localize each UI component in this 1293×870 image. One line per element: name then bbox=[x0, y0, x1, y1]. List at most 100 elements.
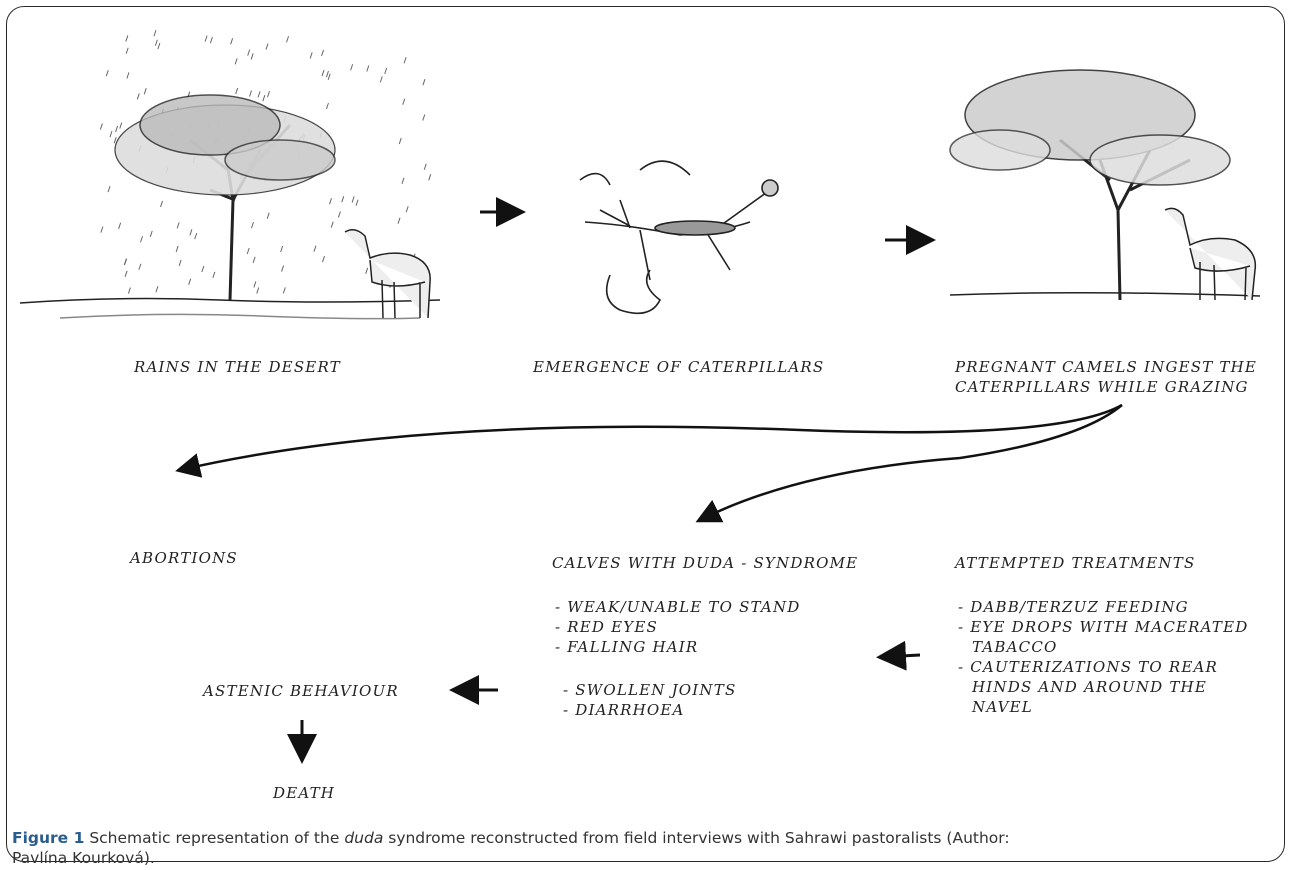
caption-label: Figure 1 bbox=[12, 829, 85, 847]
rain-stroke bbox=[281, 265, 285, 272]
rain-stroke bbox=[422, 114, 426, 121]
rain-stroke bbox=[265, 43, 269, 50]
rain-stroke bbox=[403, 57, 407, 64]
rain-stroke bbox=[398, 137, 402, 145]
rain-stroke bbox=[337, 211, 341, 218]
rain-stroke bbox=[267, 90, 270, 98]
figure-caption: Figure 1 Schematic representation of the… bbox=[12, 828, 1272, 868]
treatment-item: - DABB/TERZUZ FEEDING bbox=[958, 598, 1189, 616]
rain-stroke bbox=[321, 69, 325, 77]
caption-text-1: Schematic representation of the bbox=[89, 829, 345, 847]
arrow-ingest-to-calves bbox=[695, 404, 1123, 523]
rain-stroke bbox=[99, 123, 103, 130]
rain-stroke bbox=[157, 42, 161, 50]
calves-syndrome-label: CALVES WITH DUDA - SYNDROME bbox=[552, 554, 859, 572]
grazing-tree-illustration bbox=[949, 69, 1261, 301]
rain-stroke bbox=[252, 256, 256, 263]
rain-stroke bbox=[189, 229, 193, 236]
rain-stroke bbox=[125, 47, 129, 54]
rain-stroke bbox=[341, 196, 345, 203]
rain-stroke bbox=[402, 98, 406, 105]
rain-stroke bbox=[405, 206, 409, 213]
rain-stroke bbox=[256, 287, 260, 294]
symptom-item: - RED EYES bbox=[555, 618, 658, 636]
rain-stroke bbox=[329, 198, 332, 205]
rain-stroke bbox=[100, 226, 104, 233]
rain-stroke bbox=[154, 39, 158, 46]
rain-stroke bbox=[325, 70, 329, 78]
symptom-item: - SWOLLEN JOINTS bbox=[563, 681, 737, 699]
symptom-item: - DIARRHOEA bbox=[563, 701, 685, 719]
rain-stroke bbox=[178, 259, 182, 267]
rain-stroke bbox=[136, 93, 140, 100]
stage-ingest-label-line2: CATERPILLARS WHILE GRAZING bbox=[955, 378, 1249, 396]
rain-stroke bbox=[322, 255, 325, 263]
rain-stroke bbox=[175, 245, 179, 253]
rain-stroke bbox=[286, 36, 290, 43]
rain-stroke bbox=[313, 245, 317, 252]
desert-tree-illustration bbox=[19, 94, 441, 320]
treatment-item: NAVEL bbox=[972, 698, 1033, 716]
rain-stroke bbox=[422, 79, 426, 86]
stage-emergence-label: EMERGENCE OF CATERPILLARS bbox=[533, 358, 825, 376]
astenic-behaviour-label: ASTENIC BEHAVIOUR bbox=[203, 682, 399, 700]
treatment-item: HINDS AND AROUND THE bbox=[972, 678, 1207, 696]
rain-stroke bbox=[253, 281, 257, 288]
rain-stroke bbox=[257, 91, 261, 98]
rain-stroke bbox=[123, 258, 127, 266]
rain-stroke bbox=[280, 245, 284, 253]
rain-stroke bbox=[355, 199, 359, 206]
rain-stroke bbox=[212, 271, 216, 279]
rain-stroke bbox=[384, 67, 388, 75]
rain-stroke bbox=[115, 125, 119, 133]
abortions-label: ABORTIONS bbox=[130, 549, 238, 567]
rain-stroke bbox=[423, 163, 427, 170]
rain-stroke bbox=[155, 286, 159, 293]
arrow-ingest-to-abortions bbox=[175, 403, 1123, 478]
rain-stroke bbox=[201, 265, 205, 273]
rain-stroke bbox=[125, 35, 129, 42]
rain-stroke bbox=[138, 263, 142, 270]
rain-stroke bbox=[118, 222, 122, 229]
rain-stroke bbox=[209, 36, 213, 44]
rain-stroke bbox=[262, 95, 266, 102]
rain-stroke bbox=[160, 200, 164, 208]
rain-stroke bbox=[234, 58, 238, 65]
rain-stroke bbox=[176, 222, 180, 229]
stage-ingest-label-line1: PREGNANT CAMELS INGEST THE bbox=[955, 358, 1258, 376]
caption-italic-term: duda bbox=[344, 829, 384, 847]
rain-stroke bbox=[194, 232, 198, 240]
rain-stroke bbox=[113, 137, 117, 144]
rain-stroke bbox=[188, 278, 192, 285]
rain-stroke bbox=[119, 122, 123, 129]
rain-stroke bbox=[204, 35, 208, 42]
treatment-item: - CAUTERIZATIONS TO REAR bbox=[958, 658, 1219, 676]
camel-illustration-1 bbox=[344, 229, 431, 319]
rain-stroke bbox=[153, 30, 157, 37]
rain-stroke bbox=[350, 64, 354, 71]
rain-stroke bbox=[330, 221, 334, 228]
rain-stroke bbox=[321, 49, 325, 57]
camel-illustration-2 bbox=[1164, 207, 1257, 301]
rain-stroke bbox=[250, 53, 254, 60]
rain-stroke bbox=[235, 87, 239, 95]
rain-stroke bbox=[126, 72, 130, 79]
rain-stroke bbox=[266, 212, 270, 219]
rain-stroke bbox=[428, 174, 432, 181]
rain-stroke bbox=[309, 52, 313, 59]
rain-stroke bbox=[351, 196, 355, 203]
treatments-title: ATTEMPTED TREATMENTS bbox=[955, 554, 1196, 572]
rain-stroke bbox=[140, 236, 144, 243]
rain-stroke bbox=[249, 90, 252, 97]
rain-stroke bbox=[230, 38, 234, 45]
rain-stroke bbox=[247, 49, 251, 56]
rain-stroke bbox=[124, 270, 128, 277]
rain-stroke bbox=[246, 247, 250, 255]
rain-stroke bbox=[401, 177, 405, 184]
rain-stroke bbox=[251, 221, 254, 229]
caption-text-2: syndrome reconstructed from field interv… bbox=[383, 829, 1010, 847]
caterpillar-branch-illustration bbox=[579, 160, 779, 315]
rain-stroke bbox=[149, 230, 153, 238]
rain-stroke bbox=[365, 267, 369, 274]
